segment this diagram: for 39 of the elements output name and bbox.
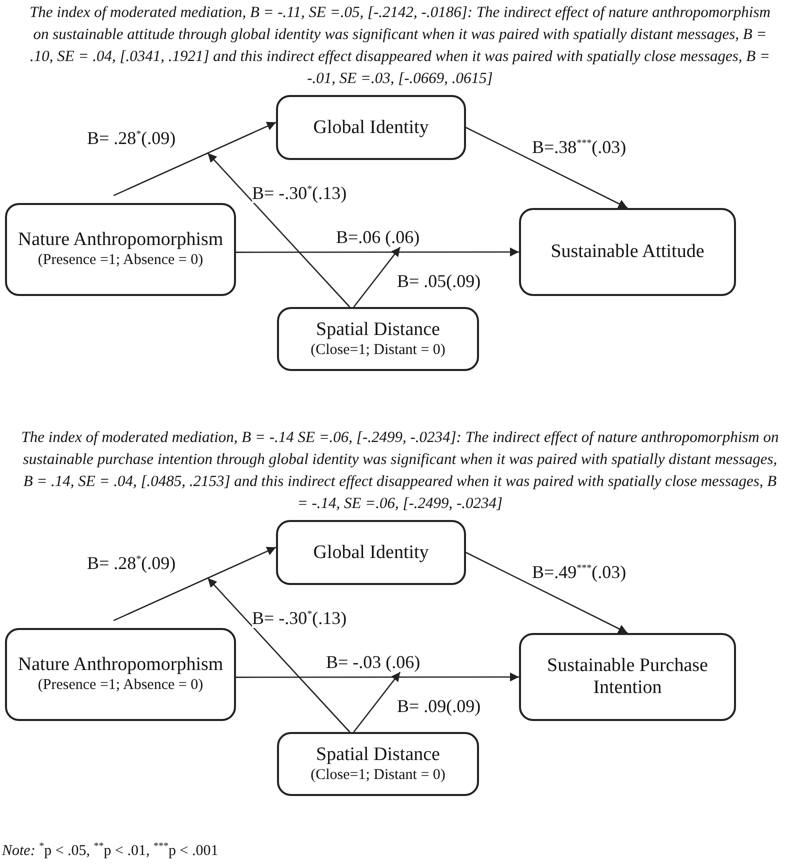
variable-name: Spatial Distance [316,744,440,766]
edge-label: B=.38$^{***}$(.03) [532,137,626,157]
variable-name: Global Identity [313,542,429,564]
arrow [207,152,350,308]
variable-name: Nature Anthropomorphism [18,229,224,251]
variable-name: Sustainable Attitude [550,241,704,263]
variable-box [276,520,466,585]
coding-note: (Close=1; Distant = 0) [310,766,446,784]
edge-label: B= -.30$^{*}$(.13) [252,608,347,628]
variable-name: Spatial Distance [316,318,440,340]
coding-note: (Close=1; Distant = 0) [310,340,446,360]
variable-box [277,732,479,796]
edge-label: B= .28$^{*}$(.09) [87,128,176,148]
edge-label: B= -.30$^{*}$(.13) [252,183,347,203]
arrow [466,552,628,634]
coding-note: (Presence =1; Absence = 0) [38,251,204,270]
arrow [236,672,519,682]
arrow [113,122,276,196]
moderated-mediation-text: The index of moderated mediation, B = -.11, SE =.05, [-.2142, -.0186]: The indirect effect of nature anthropomorphism on sustainable attitude through global identity was significant when it was paired with spatially distant messages, B = .10, SE = .04, [.0341, .1921] and this indirect effect disappeared when it was paired with spatially close messages, B = -.01, SE =.03, [-.0669, .0615] [28,3,772,89]
variable-box [277,307,479,371]
arrow [466,126,628,209]
arrow [353,672,401,732]
arrow [353,246,401,308]
coding-note: (Presence =1; Absence = 0) [38,676,204,695]
variable-name: Global Identity [313,116,429,138]
arrow [236,247,519,257]
arrow [207,578,350,732]
edge-label: B=.49$^{***}$(.03) [532,562,626,582]
variable-box [5,203,236,296]
significance-note: Note: $^{*}$p < .05, $^{**}$p < .01, $^{***}$p < .001 [2,843,218,860]
moderated-mediation-text: The index of moderated mediation, B = -.14 SE =.06, [-.2499, -.0234]: The indirect effect of nature anthropomorphism on sustainable purchase intention through global identity was significant when it was paired with spatially distant messages, B = .14, SE = .04, [.0485, .2153] and this indirect effect disappeared when it was paired with spatially close messages, B = -.14, SE =.06, [-.2499, -.0234] [20,428,780,514]
variable-box [519,633,736,721]
variable-box [5,628,236,721]
variable-box [519,208,736,296]
variable-name: Sustainable Purchase Intention [546,655,709,699]
variable-box [276,95,466,160]
arrow [113,546,276,622]
edge-label: B= .28$^{*}$(.09) [87,553,176,573]
variable-name: Nature Anthropomorphism [18,654,224,676]
